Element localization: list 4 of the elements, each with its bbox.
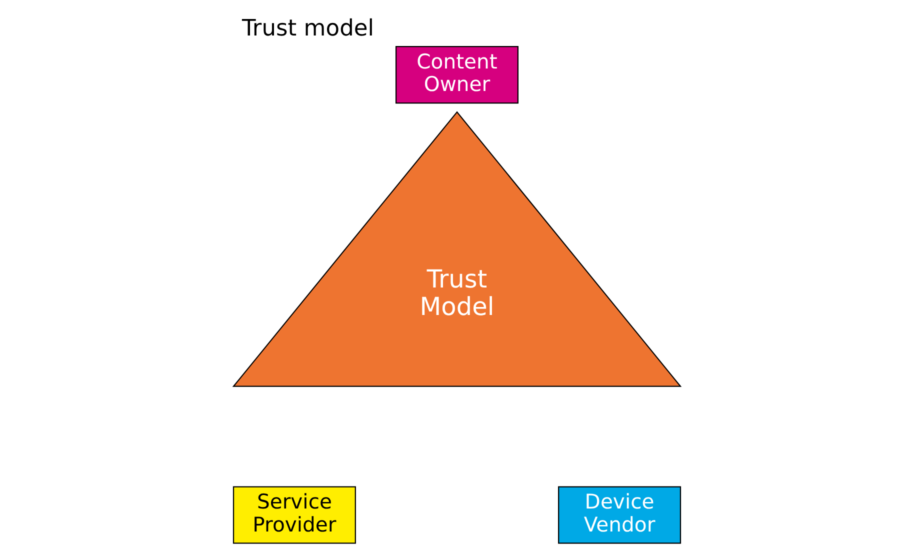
diagram-title: Trust model [242, 15, 374, 42]
node-box: Content Owner [395, 46, 519, 104]
node-box: Device Vendor [558, 486, 682, 544]
node-box: Service Provider [232, 486, 356, 544]
